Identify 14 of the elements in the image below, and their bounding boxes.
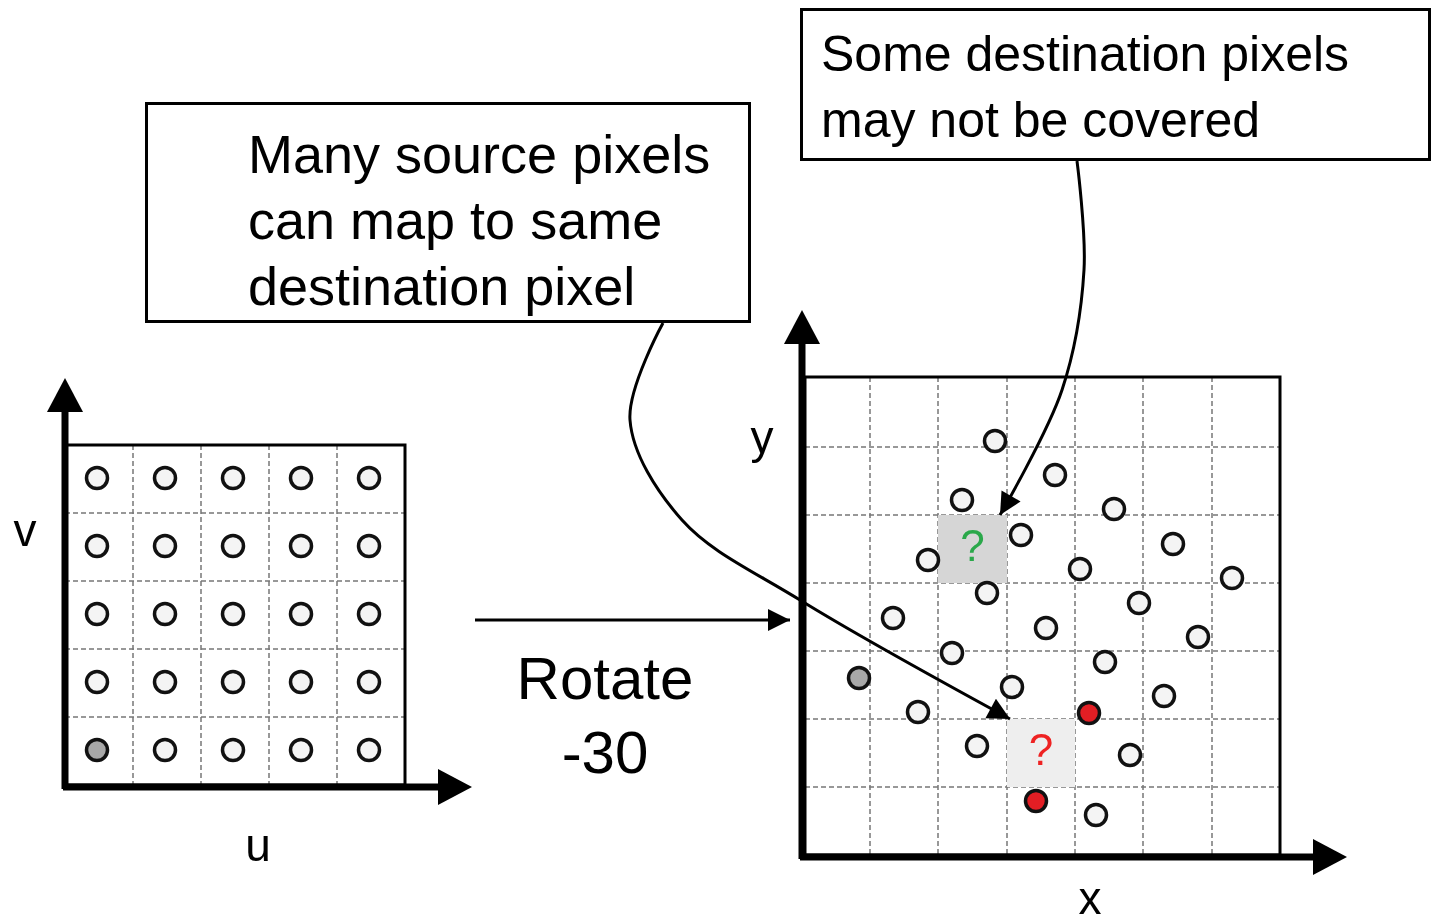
axis-label: u [245, 822, 271, 868]
highlighted-cell [1007, 719, 1075, 787]
axis-label: v [13, 507, 37, 553]
callout-text: Many source pixels can map to same destination pixel [248, 123, 712, 318]
leader-arrow [998, 160, 1086, 516]
callout-box [800, 8, 1431, 161]
leader-arrow [628, 322, 1011, 721]
question-mark: ? [1027, 724, 1055, 776]
highlighted-cell [938, 515, 1007, 583]
arrow [475, 609, 790, 631]
axis-label: x [1078, 875, 1102, 919]
question-mark: ? [959, 520, 986, 572]
callout-text: Some destination pixels may not be covered [821, 25, 1351, 150]
callout-box [145, 102, 751, 323]
